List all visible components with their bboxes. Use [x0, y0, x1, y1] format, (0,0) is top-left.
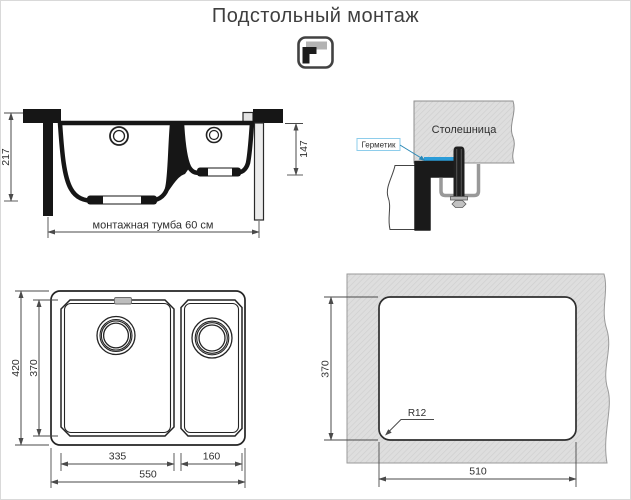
sealant-callout: Герметик [356, 138, 426, 161]
dimension-370-cutout: 370 [320, 296, 378, 441]
sealant-label-box [356, 138, 401, 151]
sealant-label: Герметик [361, 141, 396, 150]
countertop-right-block [253, 109, 283, 123]
page-title: Подстольный монтаж [211, 5, 420, 27]
icon-sink-rim-shape [302, 47, 317, 64]
dimension-cabinet: монтажная тумба 60 см [47, 217, 260, 238]
undermount-profile-icon [297, 36, 334, 69]
dim-label-550: 550 [139, 469, 157, 481]
sink-bowls-profile [57, 120, 255, 204]
dim-label-217: 217 [1, 148, 12, 166]
countertop-slab [413, 100, 515, 164]
radius-callout: R12 [385, 408, 434, 436]
drain-left-ring [102, 322, 130, 349]
radius-leader-arrow [385, 429, 392, 436]
bowl-left [60, 297, 175, 437]
drain-left [96, 315, 136, 356]
sealant-leader-line [399, 144, 423, 159]
overflow-hole-left-inner [112, 129, 126, 143]
drain-left-ring [100, 320, 132, 351]
drain-right-ring [191, 317, 233, 359]
dim-label-160: 160 [203, 451, 221, 463]
cabinet-and-countertop [23, 109, 283, 221]
drain-right-ring [196, 322, 228, 354]
dimension-510: 510 [378, 442, 577, 487]
drain-slot-right [208, 168, 232, 176]
drain-slot-left [103, 196, 141, 204]
overflow-slot [114, 297, 132, 305]
dim-label-420: 420 [10, 359, 22, 377]
cutout-opening [378, 296, 577, 441]
dim-label-370: 370 [28, 359, 40, 377]
drain-left-ring [99, 318, 133, 353]
bowl-right-inner-edge [183, 302, 240, 434]
side-section-view: 217 147 монтажная тумба 60 см [1, 109, 310, 238]
sink-body-break [386, 165, 417, 230]
cutout-template-view: 370 510 R12 [320, 273, 610, 487]
dimension-217: 217 [1, 112, 23, 202]
drain-right [191, 317, 233, 359]
sealant-leader-arrow [418, 155, 426, 161]
dim-label-147: 147 [298, 140, 310, 158]
mounting-detail-view: Столешница Герметик [356, 100, 515, 231]
dim-label-r12: R12 [408, 408, 427, 419]
radius-leader-line [386, 419, 434, 434]
dimension-420: 420 [10, 290, 49, 446]
dimension-335: 335 [60, 451, 175, 471]
dim-label-335: 335 [109, 451, 127, 463]
dimension-147: 147 [285, 122, 310, 176]
top-plan-view: 420 370 335 160 550 [10, 290, 246, 488]
drain-left-ring [96, 315, 136, 356]
dimension-160: 160 [180, 451, 243, 471]
dim-label-cabinet: монтажная тумба 60 см [93, 220, 214, 232]
dim-label-510: 510 [469, 466, 487, 478]
sealant-strip [424, 157, 454, 164]
countertop-left-block [23, 109, 61, 123]
icon-countertop-bar [306, 41, 327, 50]
countertop-label: Столешница [432, 124, 498, 136]
overflow-hole-right-inner [208, 129, 220, 141]
bowl-left-top-edge [60, 299, 175, 437]
drain-right-ring [198, 324, 226, 352]
bowl-divider [167, 125, 189, 193]
dimension-370-plan: 370 [28, 299, 58, 437]
cabinet-right-wall [253, 122, 265, 221]
sink-cross-section [57, 120, 255, 205]
threaded-stud [453, 146, 465, 199]
dim-label-cut-370: 370 [320, 360, 332, 378]
hex-nut [451, 200, 467, 208]
washer [450, 196, 468, 201]
dimension-550: 550 [50, 448, 246, 488]
drain-right-ring [194, 320, 230, 356]
cabinet-left-wall [43, 123, 53, 216]
bowl-right [180, 299, 243, 437]
